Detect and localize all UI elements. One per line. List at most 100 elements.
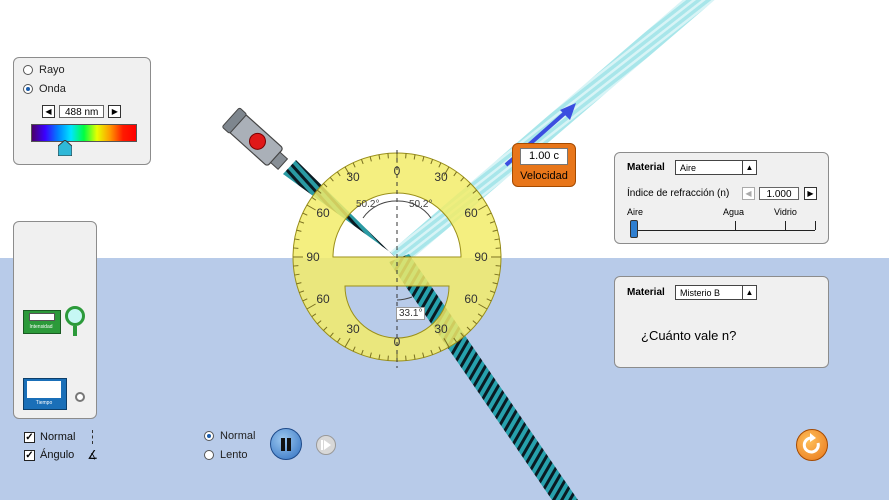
intensity-meter[interactable]: Intensidad (23, 306, 93, 346)
dropdown-arrow-icon: ▲ (742, 286, 756, 299)
bottom-material-label: Material (627, 287, 665, 298)
protractor-label: 0 (393, 335, 401, 349)
protractor-tick (302, 212, 308, 216)
protractor-tick (460, 332, 465, 337)
index-slider-thumb[interactable] (630, 220, 638, 238)
reset-button[interactable] (796, 429, 828, 461)
wavelength-spectrum-slider[interactable] (31, 124, 137, 142)
wavelength-value: 488 nm (59, 105, 105, 118)
top-material-value: Aire (680, 162, 697, 173)
protractor-tick (369, 352, 372, 358)
protractor-tick (311, 313, 317, 318)
protractor-tick (294, 273, 300, 276)
laser-pointer[interactable] (222, 107, 291, 174)
protractor-tick (443, 338, 450, 348)
step-icon (321, 440, 331, 450)
protractor-tick (466, 183, 471, 188)
protractor-label: 30 (434, 322, 448, 336)
protractor-label: 30 (346, 170, 360, 184)
speed-normal-radio[interactable] (204, 431, 214, 441)
protractor-tick (311, 196, 317, 201)
pause-button[interactable] (270, 428, 302, 460)
protractor-tick (494, 238, 500, 241)
protractor-tick (477, 196, 483, 201)
reset-icon (802, 433, 820, 454)
protractor-tick (329, 177, 334, 182)
protractor-tick (453, 171, 458, 177)
speed-normal-row[interactable]: Normal (204, 430, 255, 442)
protractor-tick (352, 162, 356, 168)
protractor-label: 60 (464, 206, 478, 220)
protractor-label: 90 (474, 250, 488, 264)
top-material-dropdown[interactable]: Aire ▲ (675, 160, 757, 175)
speed-label: Velocidad (520, 170, 568, 182)
protractor-tick (296, 229, 302, 232)
radio-rayo-circle[interactable] (23, 65, 33, 75)
protractor-tick (302, 298, 308, 302)
angle-checkbox[interactable]: ✓ (24, 449, 35, 461)
protractor-tick (477, 313, 483, 318)
step-button[interactable] (316, 435, 336, 455)
top-medium-panel: Material Aire ▲ Índice de refracción (n)… (614, 152, 829, 244)
protractor-tick (453, 337, 458, 343)
radio-onda[interactable]: Onda (23, 83, 66, 95)
protractor-tick (294, 238, 300, 241)
protractor-tick (494, 273, 500, 276)
speed-tool[interactable]: 1.00 c Velocidad (512, 143, 576, 187)
protractor-tick (369, 156, 372, 162)
protractor-tick (378, 154, 381, 160)
protractor-tick (489, 290, 495, 294)
protractor-tick (472, 189, 477, 194)
speed-slow-radio[interactable] (204, 450, 214, 460)
refracted-beam (389, 254, 578, 500)
index-slider-track[interactable] (633, 230, 815, 231)
protractor-label: 30 (346, 322, 360, 336)
protractor-tick (489, 220, 495, 224)
protractor-tick (329, 332, 334, 337)
protractor-tick (430, 159, 434, 165)
speed-value: 1.00 c (520, 148, 568, 165)
radio-rayo[interactable]: Rayo (23, 64, 65, 76)
radio-onda-circle[interactable] (23, 84, 33, 94)
normal-checkbox-row[interactable]: ✓ Normal (24, 430, 94, 444)
timer-tool[interactable]: Tiempo (23, 378, 93, 412)
speed-slow-label: Lento (220, 449, 248, 461)
index-decrease-button[interactable]: ◀ (742, 187, 755, 200)
index-increase-button[interactable]: ▶ (804, 187, 817, 200)
timer-probe-icon (75, 392, 85, 402)
top-material-label: Material (627, 162, 665, 173)
velocity-arrow-head (560, 103, 576, 120)
slider-label-air: Aire (627, 207, 644, 217)
normal-checkbox[interactable]: ✓ (24, 431, 35, 443)
mystery-question: ¿Cuánto vale n? (641, 328, 737, 343)
protractor-tick (443, 166, 450, 176)
protractor-tick (478, 204, 488, 211)
slider-label-water: Agua (723, 207, 745, 217)
angle-checkbox-row[interactable]: ✓ Ángulo ∡ (24, 448, 98, 462)
bottom-material-dropdown[interactable]: Misterio B ▲ (675, 285, 757, 300)
protractor-tick (438, 346, 442, 352)
wavelength-decrease-button[interactable]: ◀ (42, 105, 55, 118)
wavelength-increase-button[interactable]: ▶ (108, 105, 122, 118)
protractor-tick (486, 298, 492, 302)
protractor-tick (472, 320, 477, 325)
protractor-label: 30 (434, 170, 448, 184)
protractor-label: 60 (316, 292, 330, 306)
angle-bottom-readout: 33.1° (396, 307, 426, 320)
protractor-tick (438, 162, 442, 168)
protractor-tick (460, 177, 465, 182)
slider-label-glass: Vidrio (774, 207, 797, 217)
intensity-probe-icon (65, 306, 85, 326)
protractor-label: 60 (316, 206, 330, 220)
angle-checkbox-label: Ángulo (40, 449, 75, 461)
radio-rayo-label: Rayo (39, 64, 65, 76)
wavelength-thumb[interactable] (57, 139, 73, 157)
protractor-label: 60 (464, 292, 478, 306)
protractor-tick (299, 290, 305, 294)
protractor-tick (466, 326, 471, 331)
protractor-tick (413, 354, 416, 360)
protractor-tick (352, 346, 356, 352)
protractor-tick (422, 156, 425, 162)
speed-slow-row[interactable]: Lento (204, 449, 248, 461)
